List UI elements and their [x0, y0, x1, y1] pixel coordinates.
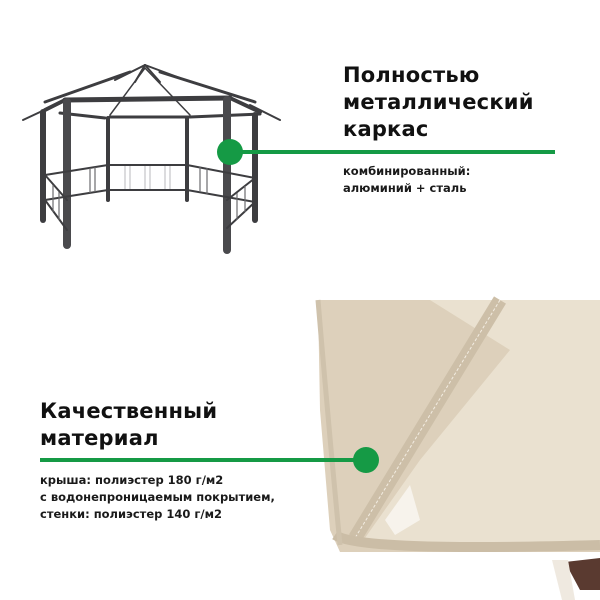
title-line: материал: [40, 426, 159, 450]
material-callout-dot: [353, 447, 379, 473]
feature-frame-desc: комбинированный: алюминий + сталь: [343, 163, 470, 197]
gazebo-frame-image: [22, 64, 281, 254]
feature-material-title: Качественный материал: [40, 398, 217, 452]
title-line: металлический: [343, 90, 534, 114]
desc-line: алюминий + сталь: [343, 181, 467, 195]
desc-line: с водонепроницаемым покрытием,: [40, 490, 275, 504]
material-callout-line: [40, 458, 365, 462]
frame-callout-line: [228, 150, 555, 154]
feature-frame-title: Полностью металлический каркас: [343, 62, 534, 143]
desc-line: крыша: полиэстер 180 г/м2: [40, 473, 224, 487]
desc-line: стенки: полиэстер 140 г/м2: [40, 507, 222, 521]
title-line: каркас: [343, 117, 429, 141]
title-line: Полностью: [343, 63, 480, 87]
title-line: Качественный: [40, 399, 218, 423]
desc-line: комбинированный:: [343, 164, 471, 178]
feature-material-desc: крыша: полиэстер 180 г/м2 с водонепрониц…: [40, 472, 275, 523]
frame-callout-dot: [217, 139, 243, 165]
canopy-fabric-image: [315, 296, 600, 600]
